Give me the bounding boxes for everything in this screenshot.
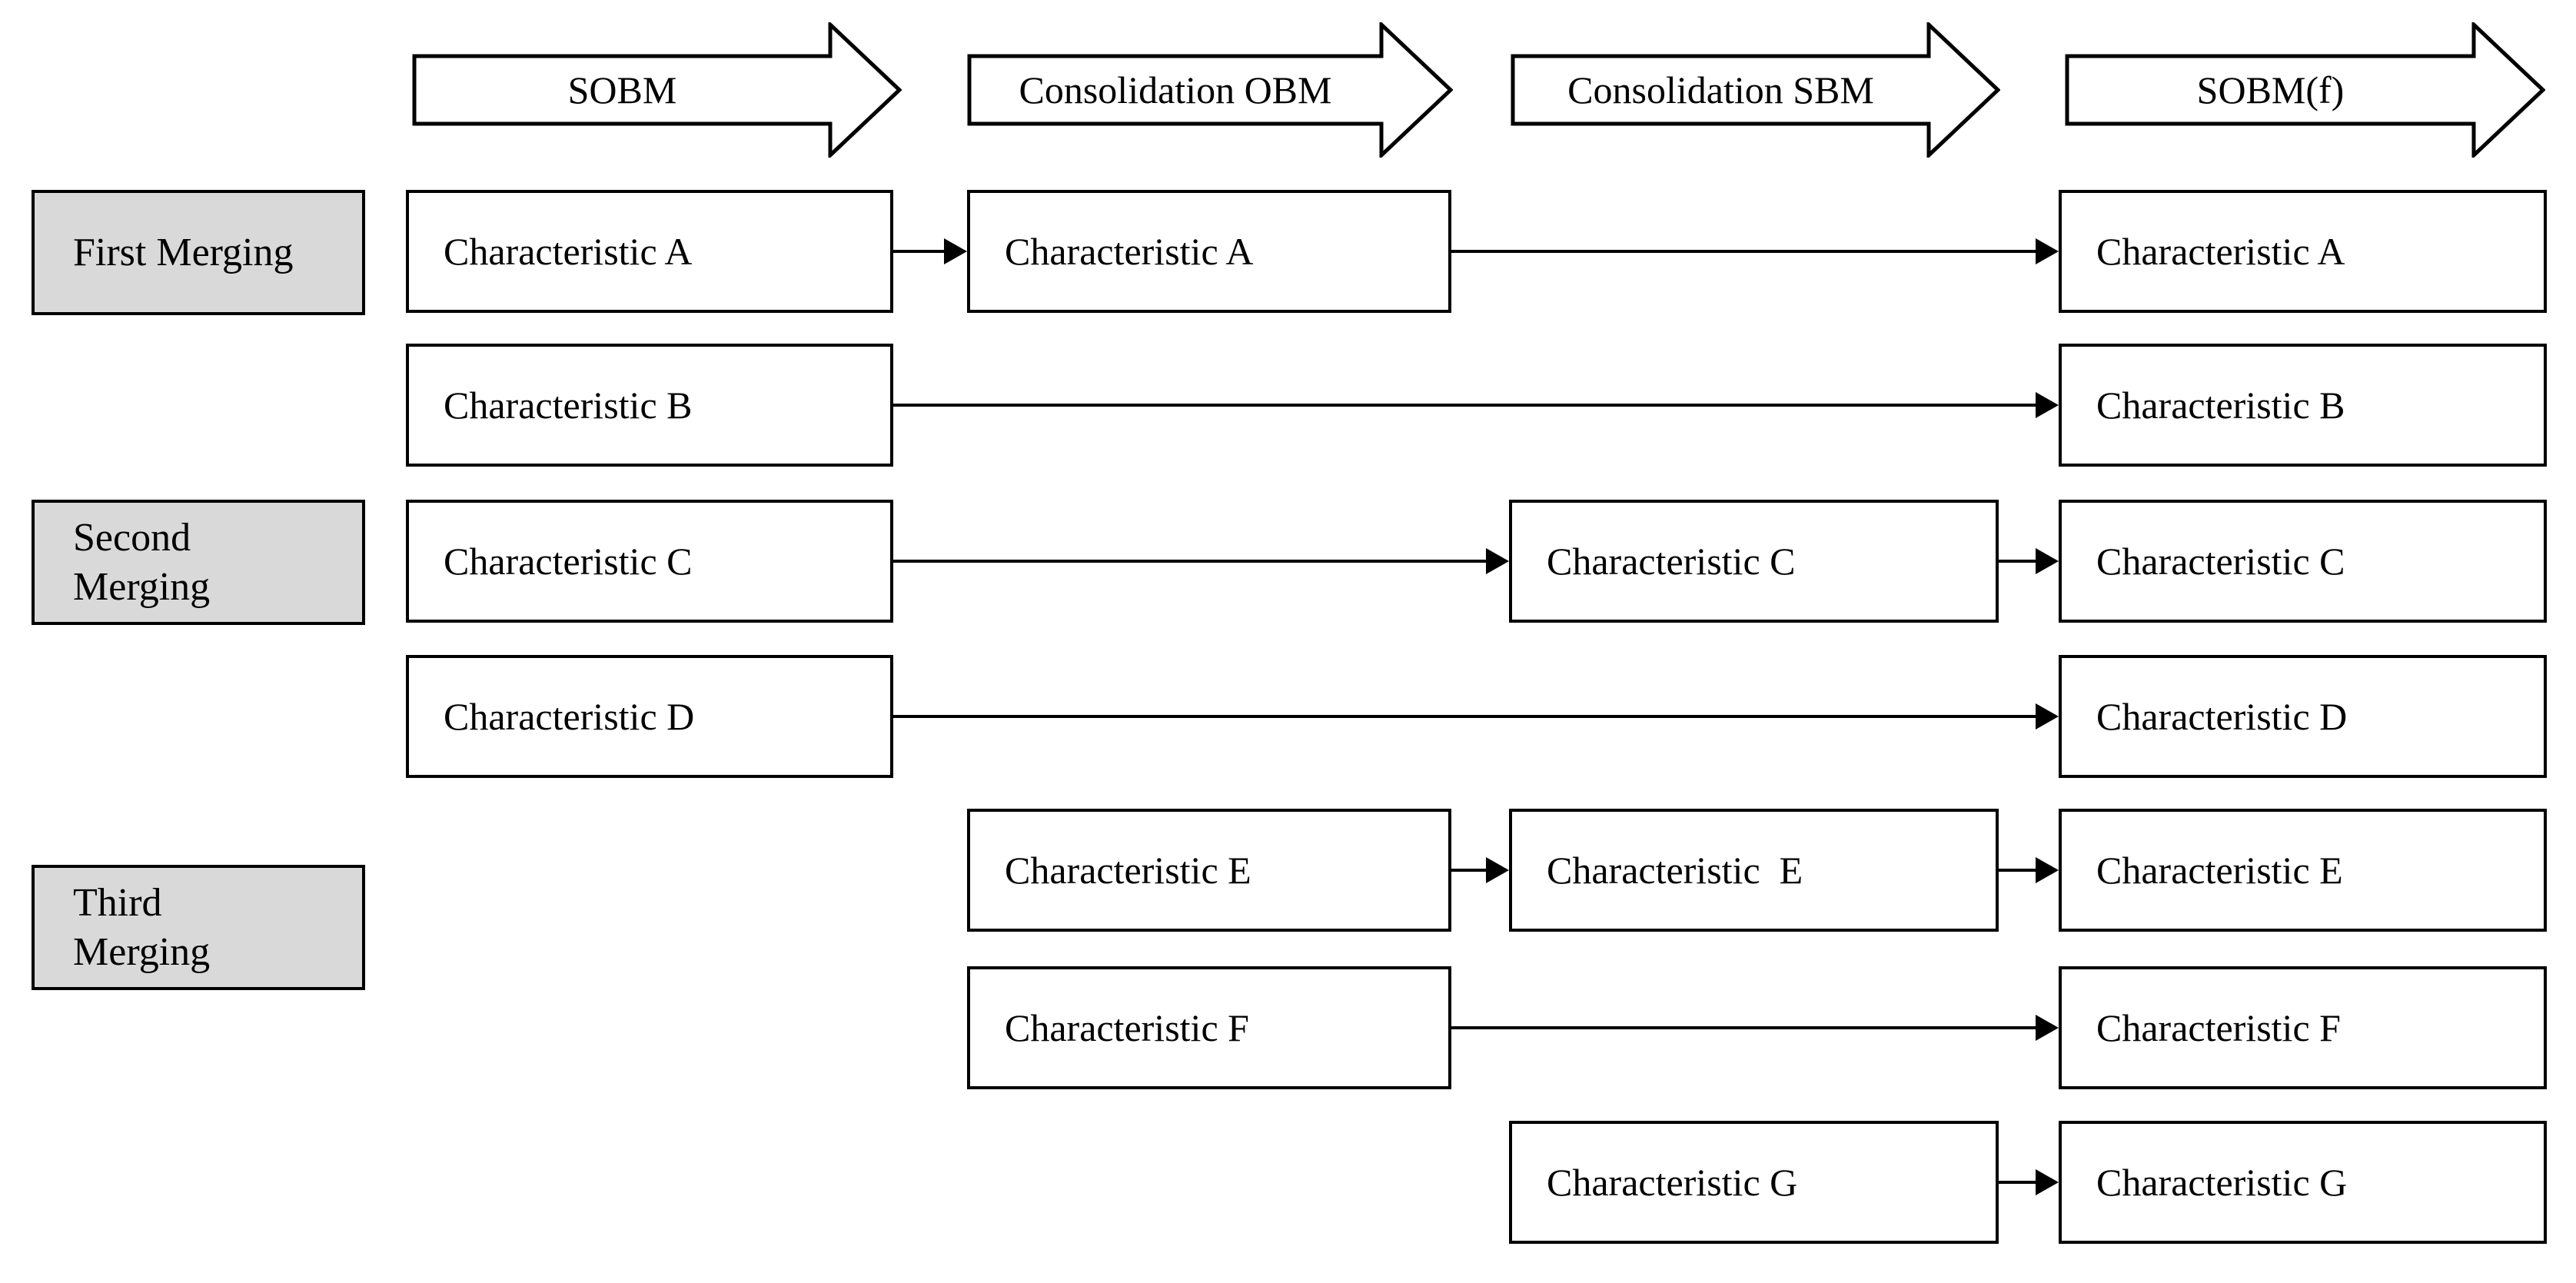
characteristic-box-b-sobm-f: Characteristic B bbox=[2059, 344, 2547, 467]
characteristic-box-label: Characteristic A bbox=[1005, 230, 1254, 273]
stage-arrow-sobm-f: SOBM(f) bbox=[2065, 22, 2545, 158]
characteristic-box-d-sobm: Characteristic D bbox=[406, 655, 893, 778]
arrow-shaft bbox=[1451, 250, 2037, 253]
characteristic-box-label: Characteristic D bbox=[2096, 695, 2348, 738]
right-arrow-shape-icon bbox=[2065, 22, 2545, 158]
connector-arrow bbox=[893, 548, 1509, 574]
arrowhead-icon bbox=[944, 238, 967, 264]
merge-group-label: Second Merging bbox=[73, 516, 211, 609]
right-arrow-shape-icon bbox=[412, 22, 902, 158]
arrowhead-icon bbox=[2036, 703, 2059, 730]
characteristic-box-e-consolidation-sbm: Characteristic E bbox=[1509, 809, 1999, 932]
arrow-shaft bbox=[1999, 1181, 2037, 1184]
stage-arrow-label: Consolidation OBM bbox=[1019, 68, 1332, 111]
connector-arrow bbox=[1999, 548, 2059, 574]
characteristic-box-label: Characteristic G bbox=[1547, 1161, 1798, 1204]
characteristic-box-label: Characteristic E bbox=[2096, 849, 2343, 892]
stage-arrow-label: SOBM bbox=[567, 68, 677, 111]
stage-arrow-sobm: SOBM bbox=[412, 22, 902, 158]
characteristic-box-label: Characteristic C bbox=[1547, 540, 1796, 583]
characteristic-box-label: Characteristic A bbox=[2096, 230, 2345, 273]
stage-arrow-consolidation-sbm: Consolidation SBM bbox=[1511, 22, 2000, 158]
characteristic-box-label: Characteristic D bbox=[444, 695, 695, 738]
characteristic-box-label: Characteristic F bbox=[2096, 1006, 2341, 1049]
arrowhead-icon bbox=[1486, 548, 1509, 574]
arrow-shaft bbox=[1999, 869, 2037, 872]
arrow-shaft bbox=[893, 715, 2037, 718]
characteristic-box-a-consolidation-obm: Characteristic A bbox=[967, 190, 1451, 313]
characteristic-box-label: Characteristic B bbox=[2096, 384, 2345, 427]
characteristic-box-label: Characteristic A bbox=[444, 230, 693, 273]
arrowhead-icon bbox=[2036, 1169, 2059, 1195]
right-arrow-shape-icon bbox=[1511, 22, 2000, 158]
arrow-shaft bbox=[893, 560, 1487, 563]
connector-arrow bbox=[1999, 857, 2059, 883]
merge-group-third: Third Merging bbox=[32, 865, 365, 990]
arrowhead-icon bbox=[2036, 392, 2059, 418]
characteristic-box-label: Characteristic F bbox=[1005, 1006, 1249, 1049]
arrow-shaft bbox=[1451, 1026, 2037, 1029]
characteristic-box-a-sobm-f: Characteristic A bbox=[2059, 190, 2547, 313]
characteristic-box-c-sobm: Characteristic C bbox=[406, 500, 893, 623]
characteristic-box-f-consolidation-obm: Characteristic F bbox=[967, 966, 1451, 1089]
characteristic-box-label: Characteristic G bbox=[2096, 1161, 2348, 1204]
merge-group-first: First Merging bbox=[32, 190, 365, 315]
merge-group-label: First Merging bbox=[73, 230, 294, 274]
arrowhead-icon bbox=[2036, 1015, 2059, 1041]
connector-arrow bbox=[1451, 1015, 2059, 1041]
connector-arrow bbox=[893, 392, 2059, 418]
arrow-shaft bbox=[1451, 869, 1487, 872]
characteristic-box-label: Characteristic C bbox=[444, 540, 693, 583]
right-arrow-shape-icon bbox=[967, 22, 1453, 158]
arrow-shaft bbox=[893, 404, 2037, 407]
characteristic-box-d-sobm-f: Characteristic D bbox=[2059, 655, 2547, 778]
characteristic-box-label: Characteristic B bbox=[444, 384, 693, 427]
characteristic-box-label: Characteristic E bbox=[1547, 849, 1803, 892]
characteristic-box-e-sobm-f: Characteristic E bbox=[2059, 809, 2547, 932]
stage-arrow-label: SOBM(f) bbox=[2196, 68, 2345, 111]
characteristic-box-f-sobm-f: Characteristic F bbox=[2059, 966, 2547, 1089]
arrowhead-icon bbox=[1486, 857, 1509, 883]
stage-arrow-label: Consolidation SBM bbox=[1567, 68, 1874, 111]
arrow-shaft bbox=[1999, 560, 2037, 563]
merge-group-second: Second Merging bbox=[32, 500, 365, 625]
arrowhead-icon bbox=[2036, 548, 2059, 574]
arrowhead-icon bbox=[2036, 238, 2059, 264]
connector-arrow bbox=[1999, 1169, 2059, 1195]
connector-arrow bbox=[1451, 238, 2059, 264]
merge-group-label: Third Merging bbox=[73, 881, 211, 974]
characteristic-box-label: Characteristic E bbox=[1005, 849, 1251, 892]
characteristic-box-e-consolidation-obm: Characteristic E bbox=[967, 809, 1451, 932]
arrowhead-icon bbox=[2036, 857, 2059, 883]
connector-arrow bbox=[893, 703, 2059, 730]
characteristic-box-label: Characteristic C bbox=[2096, 540, 2345, 583]
characteristic-box-g-sobm-f: Characteristic G bbox=[2059, 1121, 2547, 1244]
characteristic-box-b-sobm: Characteristic B bbox=[406, 344, 893, 467]
characteristic-box-a-sobm: Characteristic A bbox=[406, 190, 893, 313]
characteristic-box-g-consolidation-sbm: Characteristic G bbox=[1509, 1121, 1999, 1244]
arrow-shaft bbox=[893, 250, 946, 253]
characteristic-box-c-consolidation-sbm: Characteristic C bbox=[1509, 500, 1999, 623]
connector-arrow bbox=[1451, 857, 1509, 883]
connector-arrow bbox=[893, 238, 967, 264]
stage-arrow-consolidation-obm: Consolidation OBM bbox=[967, 22, 1453, 158]
characteristic-box-c-sobm-f: Characteristic C bbox=[2059, 500, 2547, 623]
